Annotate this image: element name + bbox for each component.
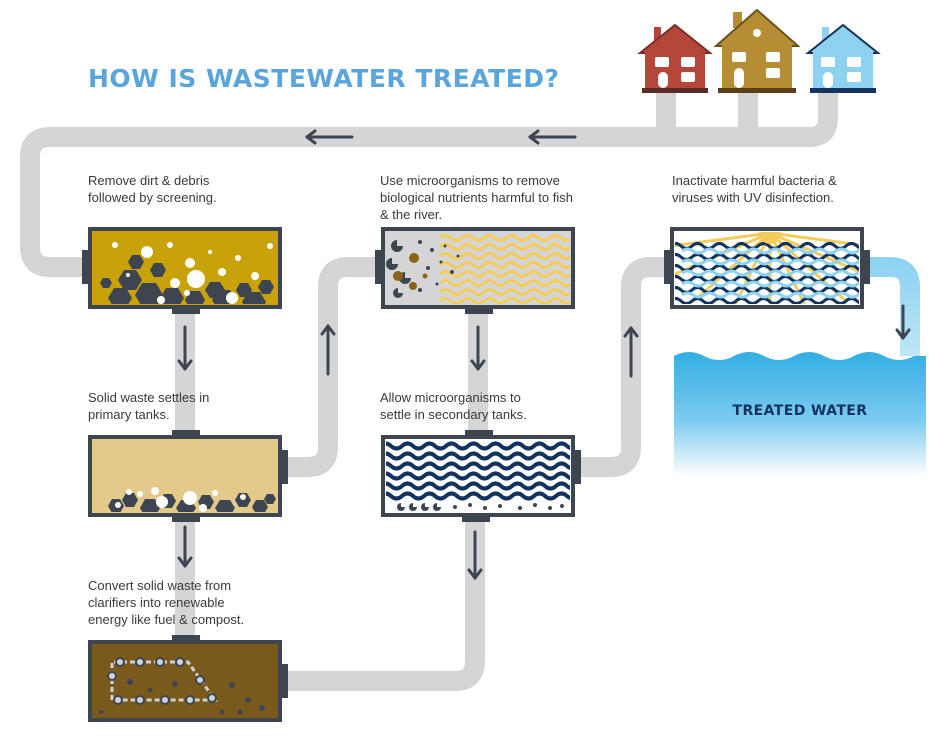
yellow-wave-line	[438, 252, 570, 260]
uv-wave-line-light	[681, 291, 859, 299]
pipe-main	[20, 93, 838, 277]
treated-water-label: TREATED WATER	[732, 403, 868, 419]
uv-wave-line-light	[681, 258, 859, 266]
arrow-up-1	[320, 324, 336, 376]
sun-ray	[769, 232, 859, 247]
arrow-down-2	[177, 525, 193, 568]
uv-light	[675, 232, 859, 304]
yellow-wave-line	[438, 288, 570, 296]
settled-solids	[108, 487, 276, 512]
uv-wave-line-light	[681, 280, 859, 288]
navy-wave-line	[386, 441, 570, 451]
uv-wave-line-light	[681, 247, 859, 255]
debris-particles	[100, 242, 274, 304]
arrow-left-2	[305, 129, 354, 145]
uv-wave-line	[675, 264, 859, 272]
navy-wave-line	[386, 461, 570, 471]
sun-icon	[759, 232, 781, 244]
arrow-down-3	[470, 325, 486, 371]
house-blue-icon	[805, 23, 881, 93]
yellow-wave-line	[438, 297, 570, 304]
step-primary-text: Solid waste settles in primary tanks.	[88, 390, 210, 422]
sun-ray	[733, 232, 772, 304]
house-red-icon	[637, 23, 713, 93]
pipe-secondary-uv	[575, 257, 670, 477]
tank-energy	[88, 635, 288, 722]
tank-screening	[82, 227, 282, 314]
uv-wave-line-light	[681, 269, 859, 277]
uv-wave-line	[675, 242, 859, 250]
yellow-wave-line	[438, 234, 570, 242]
tank-secondary	[381, 430, 581, 522]
navy-wave-line	[386, 481, 570, 491]
tank-biological	[375, 227, 575, 314]
uv-wave-line	[675, 286, 859, 294]
uv-wave-line	[675, 297, 859, 304]
tank-uv	[664, 227, 870, 309]
yellow-wave-line	[438, 279, 570, 287]
navy-wave-line	[386, 471, 570, 481]
treated-water-pool	[674, 352, 926, 476]
step-screening-text: Remove dirt & debris followed by screeni…	[88, 173, 217, 205]
step-secondary-text: Allow microorganisms to settle in second…	[380, 390, 527, 422]
yellow-wave-line	[438, 243, 570, 251]
pipe-outflow	[865, 257, 920, 356]
step-biological-text: Use microorganisms to remove biological …	[380, 173, 573, 222]
house-gold-icon	[713, 8, 801, 93]
arrow-down-5	[895, 304, 911, 340]
flow-arrows	[177, 129, 911, 580]
compost-loop	[99, 657, 265, 715]
arrow-up-2	[623, 326, 639, 378]
navy-wave-line	[386, 451, 570, 461]
uv-wave-line	[675, 275, 859, 283]
uv-wave-line	[675, 253, 859, 261]
arrow-left-1	[528, 129, 577, 145]
settling-waves	[386, 441, 570, 511]
step-energy-text: Convert solid waste from clarifiers into…	[88, 578, 245, 627]
yellow-wave-line	[438, 270, 570, 278]
pipe-energy-secondary	[282, 514, 485, 691]
pipe-primary-bio	[282, 257, 380, 477]
tank-primary	[88, 430, 288, 522]
microorganism-waves	[386, 234, 570, 304]
yellow-wave-line	[438, 261, 570, 269]
arrow-down-1	[177, 325, 193, 371]
navy-wave-line	[386, 491, 570, 501]
page-title: HOW IS WASTEWATER TREATED?	[88, 64, 560, 93]
arrow-down-4	[467, 530, 483, 580]
sun-ray	[675, 232, 771, 248]
step-uv-text: Inactivate harmful bacteria & viruses wi…	[672, 173, 837, 205]
sun-ray	[769, 232, 859, 274]
